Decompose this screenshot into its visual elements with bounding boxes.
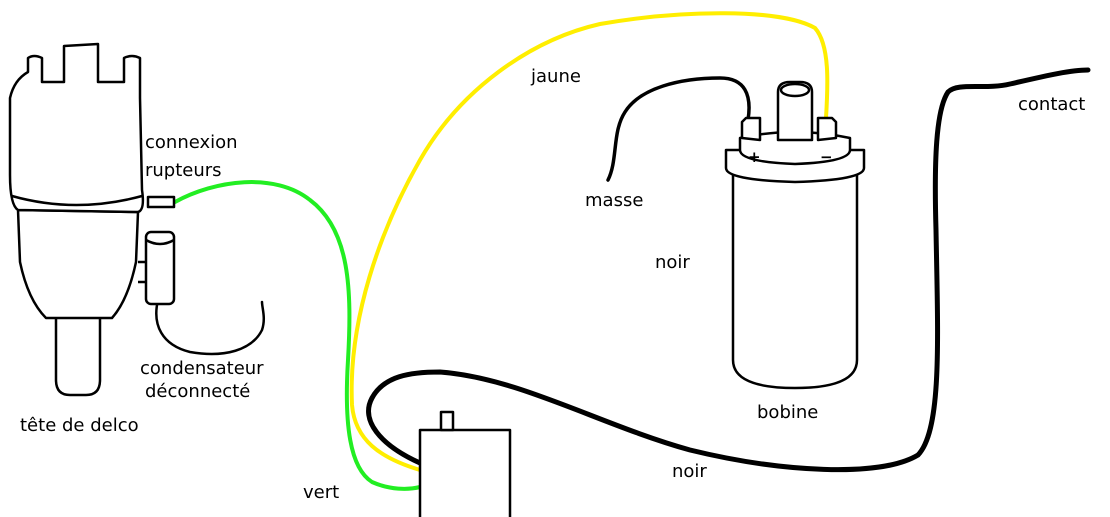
black-wire-contact <box>366 67 1091 473</box>
condenser-lead <box>155 298 266 356</box>
label-noir-bottom: noir <box>672 461 707 482</box>
label-jaune: jaune <box>530 66 581 87</box>
coil-minus-sign: − <box>820 148 833 166</box>
label-masse: masse <box>585 190 643 211</box>
yellow-wire-jaune <box>349 11 830 472</box>
label-tete-de-delco: tête de delco <box>20 415 139 436</box>
coil-plus-sign: + <box>748 148 761 166</box>
black-wire-masse <box>606 76 751 182</box>
label-condensateur-line1: condensateur <box>140 358 264 379</box>
label-connexion-line2: rupteurs <box>145 160 222 181</box>
label-noir-coil: noir <box>655 252 690 273</box>
label-contact: contact <box>1018 94 1085 115</box>
ignition-module <box>418 410 512 517</box>
label-condensateur-line2: déconnecté <box>145 381 250 402</box>
label-vert: vert <box>303 482 339 503</box>
ignition-coil: + − <box>724 80 866 390</box>
green-wire-vert <box>173 180 422 491</box>
distributor <box>8 42 176 397</box>
label-connexion-line1: connexion <box>145 132 238 153</box>
label-bobine: bobine <box>757 402 818 423</box>
